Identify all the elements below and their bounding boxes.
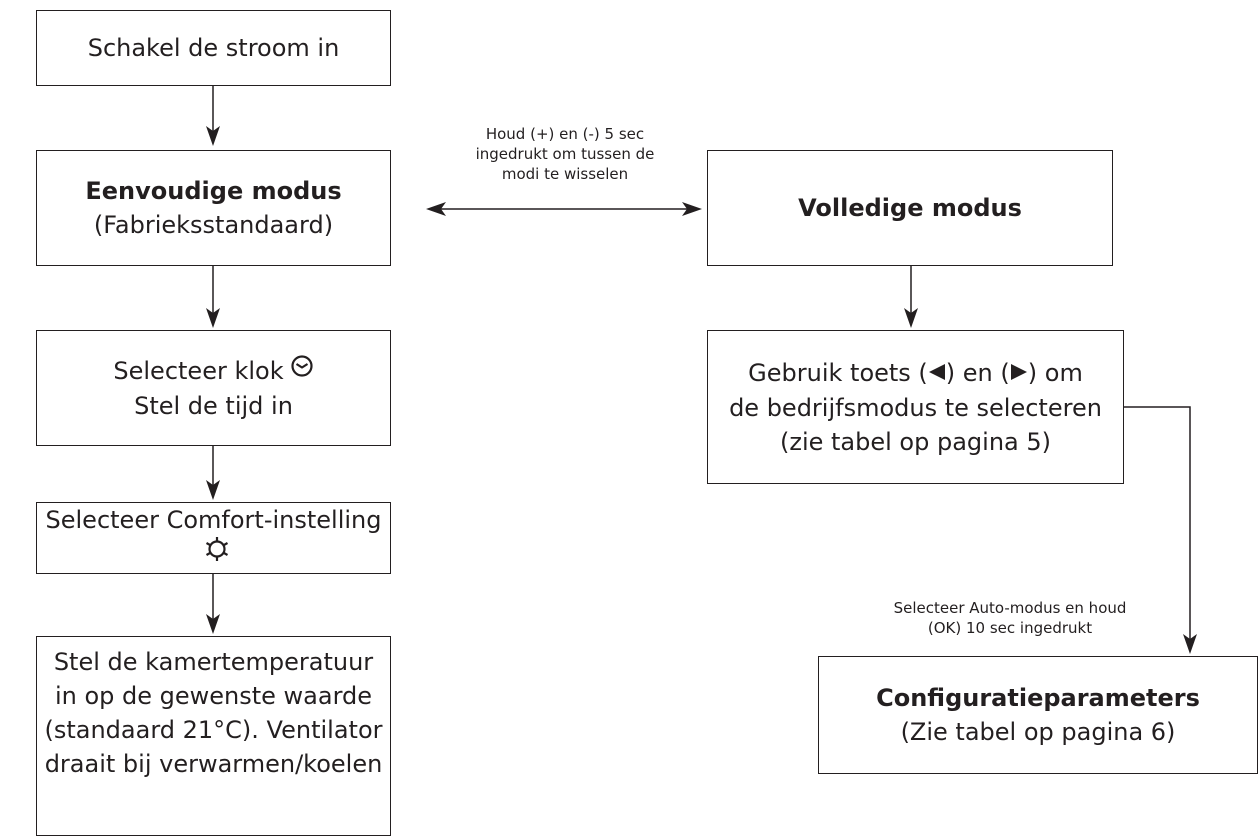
room-temp-line-3: (standaard 21°C). Ventilator — [44, 716, 383, 744]
clock-label: Selecteer klok — [113, 356, 284, 385]
right-triangle-icon — [1010, 356, 1028, 390]
comfort-label: Selecteer Comfort-instelling — [45, 506, 382, 535]
config-parameters-box: Configuratieparameters (Zie tabel op pag… — [818, 656, 1258, 774]
left-triangle-icon — [928, 356, 946, 390]
auto-mode-line-2: (OK) 10 sec ingedrukt — [927, 619, 1093, 637]
use-keys-text-c: ) om — [1027, 358, 1083, 387]
power-on-box: Schakel de stroom in — [36, 10, 391, 86]
room-temp-line-1: Stel de kamertemperatuur — [53, 648, 374, 676]
switch-modes-line-2: ingedrukt om tussen de — [475, 145, 655, 163]
clock-icon — [290, 353, 314, 387]
sun-icon — [204, 536, 230, 571]
config-subtitle: (Zie tabel op pagina 6) — [900, 718, 1176, 746]
room-temp-line-2: in op de gewenste waarde — [54, 682, 373, 710]
simple-mode-title: Eenvoudige modus — [85, 177, 342, 205]
clock-box: Selecteer klok Stel de tijd in — [36, 330, 391, 446]
use-keys-line-3: (zie tabel op pagina 5) — [779, 427, 1051, 456]
switch-modes-line-3: modi te wisselen — [501, 165, 629, 183]
full-mode-box: Volledige modus — [707, 150, 1113, 266]
set-time-label: Stel de tijd in — [134, 391, 293, 420]
simple-mode-subtitle: (Fabrieksstandaard) — [93, 211, 334, 239]
power-on-label: Schakel de stroom in — [87, 34, 340, 62]
switch-modes-note: Houd (+) en (-) 5 sec ingedrukt om tusse… — [450, 124, 680, 184]
room-temp-line-4: draait bij verwarmen/koelen — [44, 750, 383, 778]
auto-mode-note: Selecteer Auto-modus en houd (OK) 10 sec… — [850, 598, 1170, 638]
auto-mode-line-1: Selecteer Auto-modus en houd — [893, 599, 1127, 617]
use-keys-text-b: ) en ( — [945, 358, 1010, 387]
use-keys-line-2: de bedrijfsmodus te selecteren — [729, 393, 1102, 422]
simple-mode-box: Eenvoudige modus (Fabrieksstandaard) — [36, 150, 391, 266]
switch-modes-line-1: Houd (+) en (-) 5 sec — [485, 125, 645, 143]
use-keys-box: Gebruik toets ( ) en ( ) om de bedrijfsmod… — [707, 330, 1124, 484]
full-mode-title: Volledige modus — [798, 194, 1022, 222]
config-title: Configuratieparameters — [876, 684, 1200, 712]
comfort-box: Selecteer Comfort-instelling — [36, 502, 391, 574]
room-temperature-box: Stel de kamertemperatuur in op de gewens… — [36, 636, 391, 836]
use-keys-text-a: Gebruik toets ( — [748, 358, 928, 387]
